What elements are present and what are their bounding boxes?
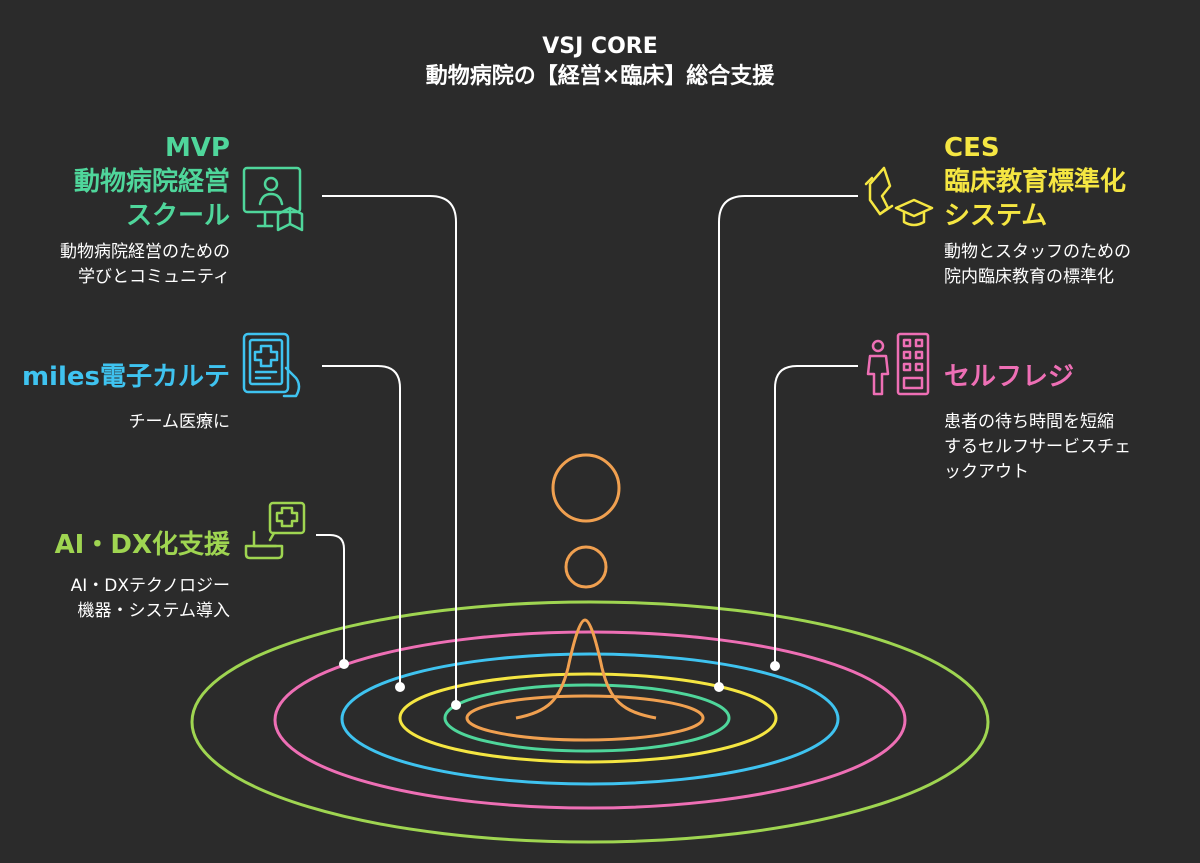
ces-heading: CES 臨床教育標準化 システム <box>944 133 1127 231</box>
miles-heading: miles電子カルテ <box>21 362 230 392</box>
droplet-large <box>551 453 621 523</box>
connector-mvp-dot <box>451 700 461 710</box>
ripple-blue <box>340 652 840 786</box>
selfreg-description: 患者の待ち時間を短縮 するセルフサービスチェ ックアウト <box>944 412 1131 482</box>
connector-miles <box>322 365 401 687</box>
droplet-small <box>564 545 608 589</box>
ripple-green <box>443 683 731 753</box>
miles-description: チーム医療に <box>128 412 231 432</box>
connector-ai <box>316 534 345 664</box>
medical-tablet-icon <box>242 332 301 398</box>
connector-mvp <box>322 195 457 705</box>
mvp-heading: MVP 動物病院経営 スクール <box>73 133 230 231</box>
ripple-yellow <box>398 672 778 764</box>
ripple-inner-orange <box>465 694 705 742</box>
ces-description: 動物とスタッフのための 院内臨床教育の標準化 <box>944 242 1131 287</box>
self-checkout-icon <box>866 332 930 396</box>
ai-description: AI・DXテクノロジー 機器・システム導入 <box>70 576 230 621</box>
ai-heading: AI・DX化支援 <box>54 530 230 560</box>
connector-miles-dot <box>395 682 405 692</box>
teacher-book-icon <box>242 166 304 232</box>
mvp-description: 動物病院経営のための 学びとコミュニティ <box>60 242 230 287</box>
laptop-medical-icon <box>244 501 306 560</box>
connector-ces <box>718 195 858 687</box>
selfreg-heading: セルフレジ <box>944 362 1075 392</box>
dog-graduation-icon <box>864 166 934 227</box>
connector-ai-dot <box>339 659 349 669</box>
water-splash-peak <box>515 618 657 720</box>
diagram-title: VSJ CORE 動物病院の【経営×臨床】総合支援 <box>425 34 775 89</box>
ripple-pink <box>273 630 907 810</box>
connector-ces-dot <box>714 682 724 692</box>
connector-selfreg-dot <box>770 661 780 671</box>
connector-selfreg <box>774 365 858 666</box>
ripple-outer-lime <box>190 600 990 844</box>
